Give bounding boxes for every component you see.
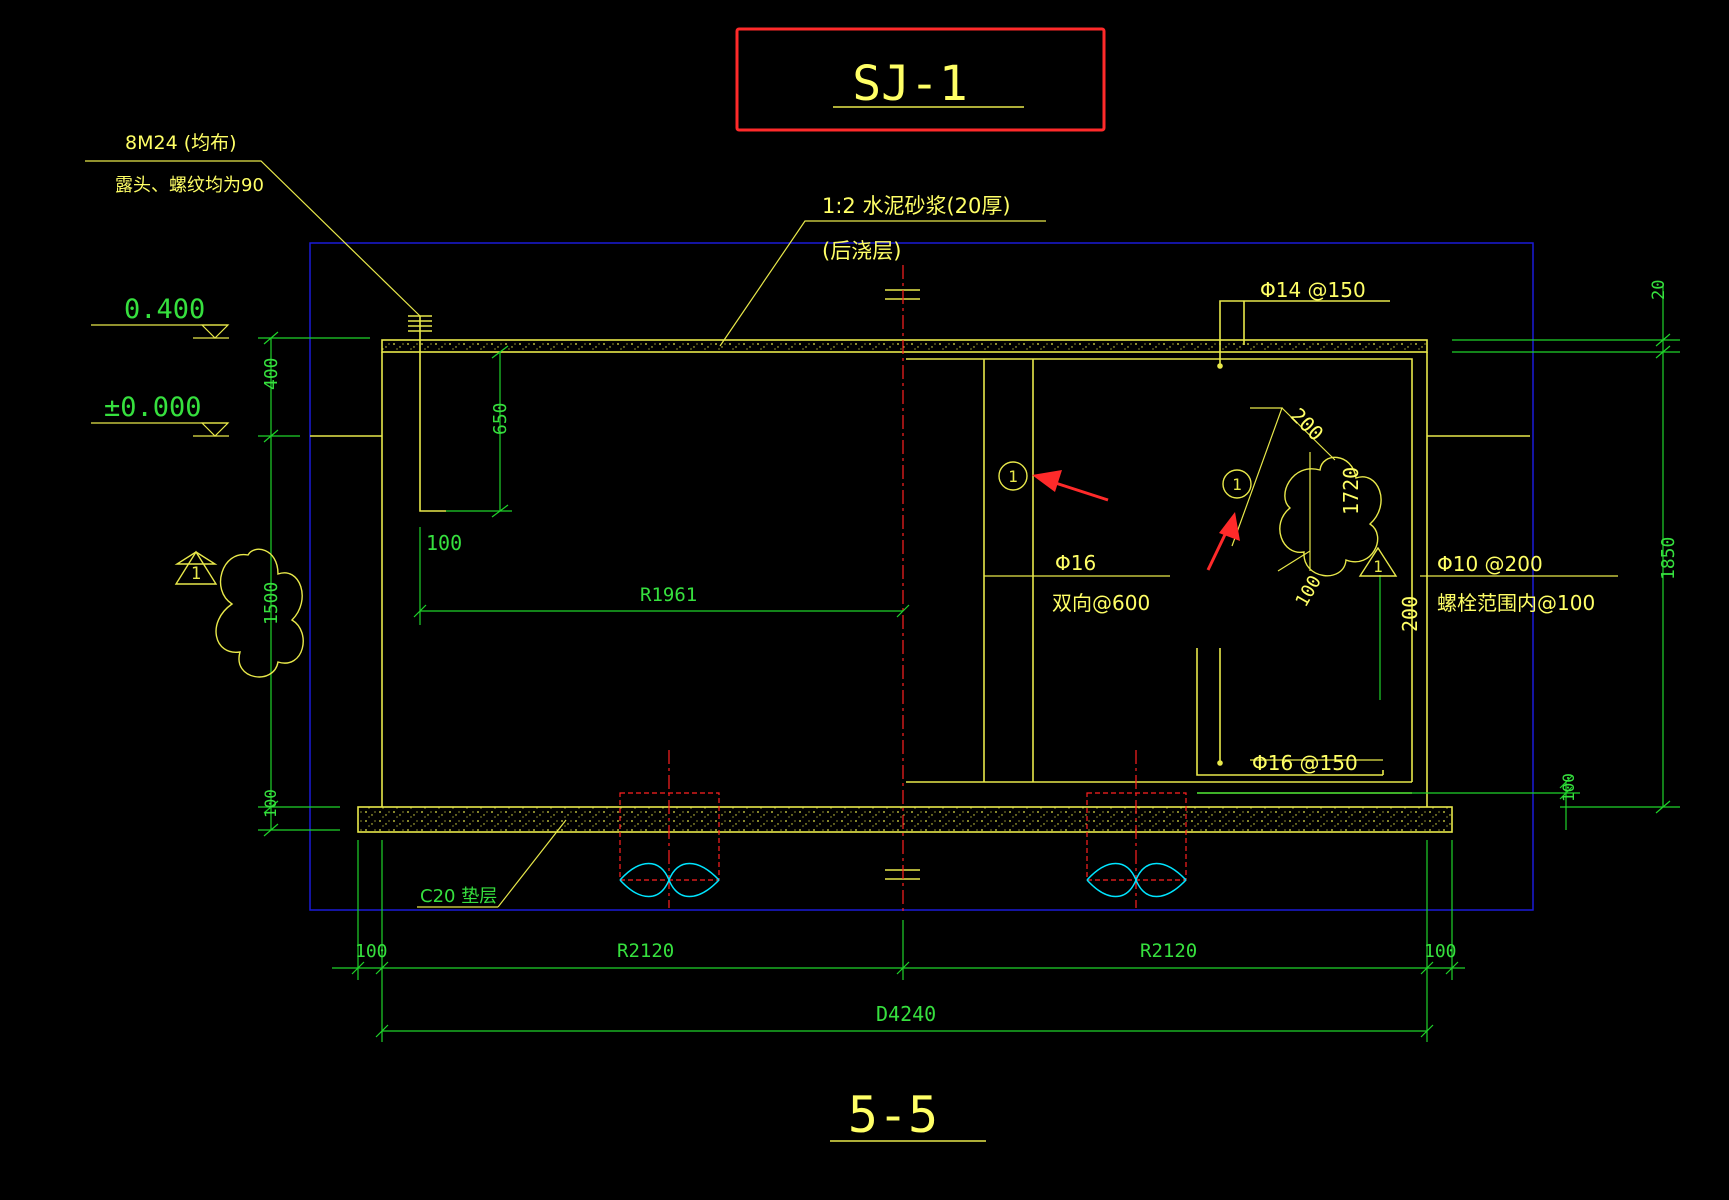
bolt-spec-label: 8M24 (均布)	[125, 132, 237, 154]
bolt-note-label: 露头、螺纹均为90	[115, 175, 264, 196]
dim-100-bottom-left: 100	[355, 941, 388, 962]
rebar-stirrup-note: 螺栓范围内@100	[1437, 591, 1595, 615]
dim-100-bottom-right: 100	[1424, 941, 1457, 962]
dim-200-inner: 200	[1398, 596, 1422, 632]
cushion-layer	[357, 806, 1453, 833]
detail-marker-b: 1	[1232, 475, 1242, 494]
pile-break-symbols	[619, 862, 1187, 898]
dim-d4240: D4240	[876, 1002, 936, 1026]
detail-marker-circle-b	[1222, 469, 1252, 499]
dim-r2120-left: R2120	[617, 940, 674, 962]
mortar-label: 1:2 水泥砂浆(20厚)	[822, 194, 1011, 218]
dim-r2120-right: R2120	[1140, 940, 1197, 962]
cushion-label: C20 垫层	[420, 886, 497, 907]
revision-marker-right: 1	[1373, 557, 1383, 576]
dim-400: 400	[261, 357, 282, 390]
rebar-vertical-label: Φ16	[1055, 551, 1096, 575]
mortar-layer	[381, 339, 1428, 353]
rebar-stirrup-label: Φ10 @200	[1437, 552, 1543, 576]
dim-100-detail: 100	[1291, 572, 1325, 611]
post-pour-label: (后浇层)	[822, 239, 901, 263]
revision-triangle-left	[174, 551, 218, 565]
rebar-vertical-spacing-label: 双向@600	[1052, 591, 1150, 615]
rebar-top-label: Φ14 @150	[1260, 278, 1366, 302]
dim-1500: 1500	[261, 582, 282, 625]
dim-100-left: 100	[261, 789, 280, 818]
revision-cloud-right	[1279, 456, 1382, 577]
detail-marker-circle-a	[998, 461, 1028, 491]
dim-100-bolt: 100	[426, 531, 462, 555]
revision-marker-left: 1	[191, 564, 201, 584]
elevation-ground: ±0.000	[104, 392, 202, 423]
rebar-bottom-label: Φ16 @150	[1252, 751, 1358, 775]
dim-100-right: 100	[1559, 773, 1578, 802]
dim-1850: 1850	[1658, 537, 1679, 580]
leader-lines	[85, 160, 1618, 908]
detail-marker-a: 1	[1008, 467, 1018, 486]
dim-650: 650	[490, 402, 511, 435]
dim-200-detail: 200	[1286, 403, 1329, 446]
dim-20: 20	[1649, 280, 1669, 300]
foundation-structure	[310, 289, 1530, 880]
elevation-top: 0.400	[124, 294, 205, 325]
dimension-lines	[258, 283, 1680, 1042]
title-highlight-box	[735, 27, 1106, 132]
drawing-title: SJ-1	[852, 56, 968, 112]
revision-cloud-left	[174, 548, 304, 678]
dim-r1961: R1961	[640, 584, 697, 606]
annotation-arrows	[1032, 470, 1240, 571]
dim-1720: 1720	[1339, 467, 1363, 515]
section-label: 5-5	[848, 1086, 938, 1144]
